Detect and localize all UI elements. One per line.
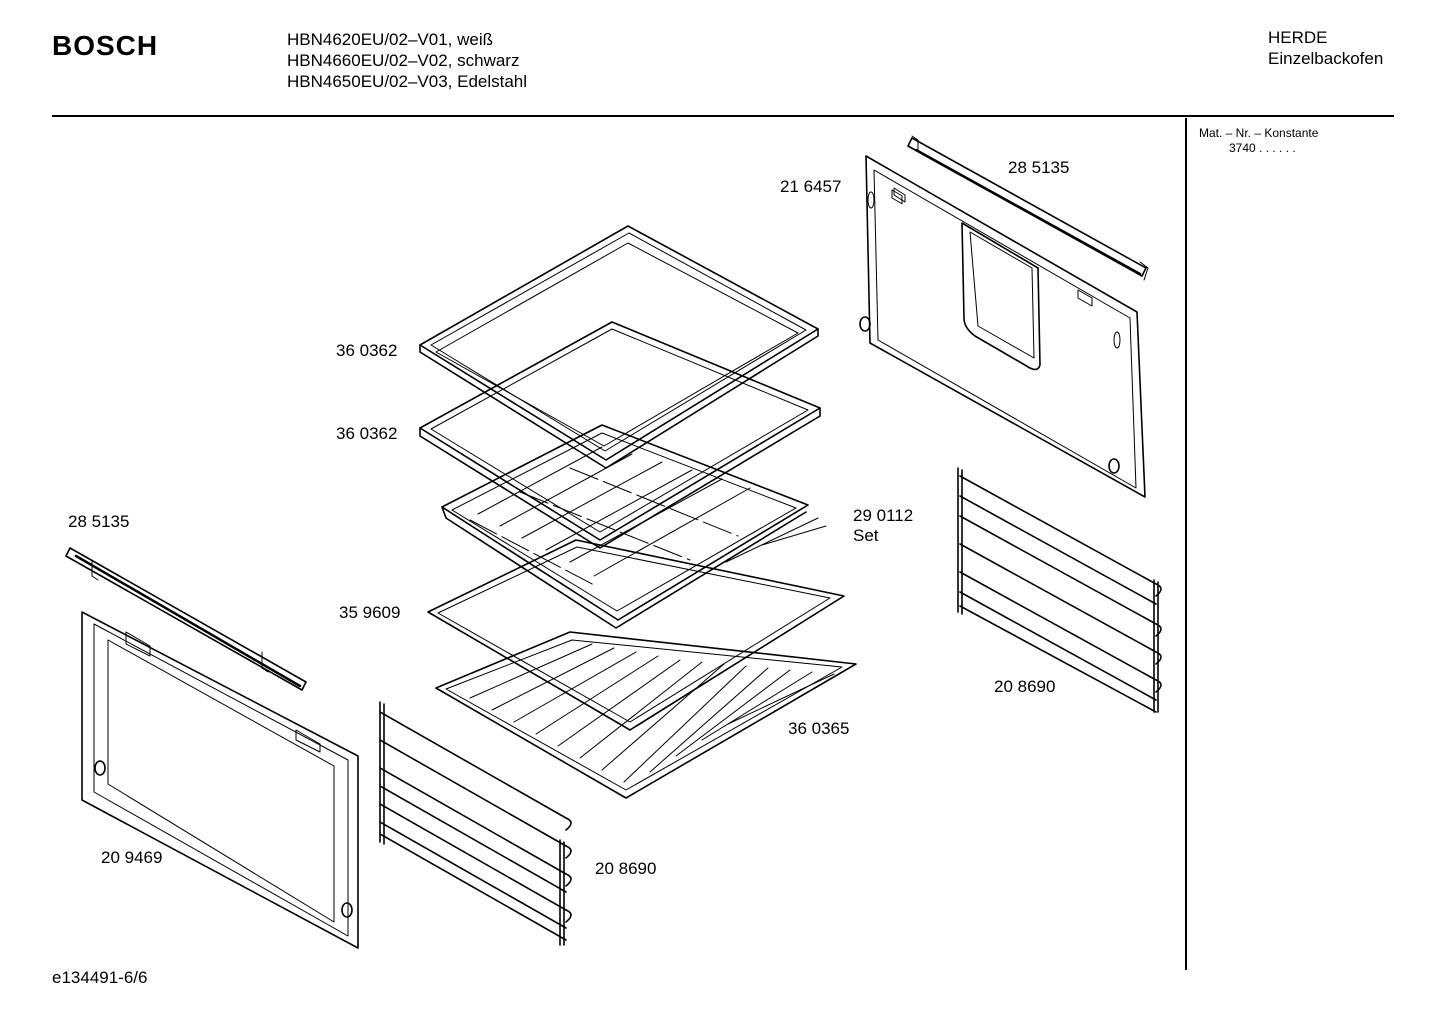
label-grill-set: Set	[853, 526, 879, 545]
label-grill-set-code: 29 0112	[853, 506, 914, 525]
top-rail-drawing	[907, 135, 1149, 281]
header-divider	[52, 115, 1394, 117]
grill-set-drawing	[441, 424, 827, 629]
mat-label: Mat. – Nr. – Konstante	[1199, 126, 1319, 140]
back-panel-drawing	[859, 155, 1146, 498]
model-list: HBN4620EU/02–V01, weiß HBN4660EU/02–V02,…	[287, 29, 527, 92]
label-baking-tray-1: 36 0362	[336, 341, 398, 360]
label-door-frame: 20 9469	[101, 848, 163, 867]
left-rail-drawing	[65, 547, 307, 691]
label-rack-right: 20 8690	[994, 677, 1056, 696]
model-line: HBN4650EU/02–V03, Edelstahl	[287, 72, 528, 91]
model-line: HBN4660EU/02–V02, schwarz	[287, 51, 520, 70]
category-subtitle: Einzelbackofen	[1268, 49, 1384, 68]
document-id: e134491-6/6	[52, 968, 148, 987]
brand-logo: BOSCH	[52, 30, 159, 61]
label-wire-shelf: 36 0365	[788, 719, 850, 738]
label-rack-left: 20 8690	[595, 859, 657, 878]
frame-tray-drawing	[427, 539, 845, 731]
category-title: HERDE	[1268, 28, 1328, 47]
door-frame-drawing	[81, 611, 359, 949]
wire-shelf-drawing	[435, 631, 857, 799]
right-rack-drawing	[957, 467, 1162, 713]
left-rack-drawing	[379, 701, 572, 946]
material-number-block: Mat. – Nr. – Konstante 3740 . . . . . .	[1199, 126, 1318, 156]
label-frame-tray: 35 9609	[339, 603, 401, 622]
sidebar-divider	[1185, 118, 1187, 970]
label-back-panel: 21 6457	[780, 177, 842, 196]
label-rail-top: 28 5135	[1008, 158, 1070, 177]
model-line: HBN4620EU/02–V01, weiß	[287, 30, 494, 49]
mat-value: 3740 . . . . . .	[1229, 141, 1296, 155]
category-block: HERDE Einzelbackofen	[1268, 27, 1383, 69]
label-rail-left: 28 5135	[68, 512, 130, 531]
baking-tray-2-drawing	[419, 321, 821, 549]
label-baking-tray-2: 36 0362	[336, 424, 398, 443]
